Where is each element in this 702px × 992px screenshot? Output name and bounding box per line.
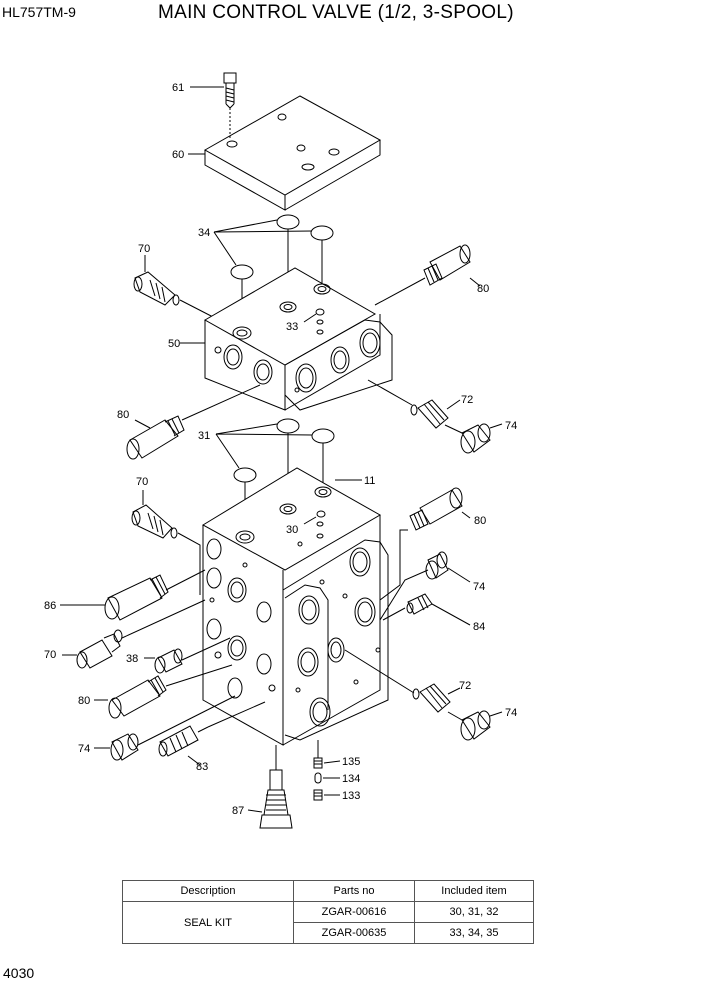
part-70-relief-valve-mid	[131, 504, 178, 539]
cell-parts-no: ZGAR-00635	[293, 922, 415, 944]
part-80-port-relief-top	[423, 244, 471, 286]
part-38-plug	[154, 648, 183, 674]
part-60-top-plate	[203, 95, 382, 211]
callout-61: 61	[172, 82, 184, 94]
part-86-main-relief	[104, 574, 169, 621]
callout-133: 133	[342, 790, 360, 802]
part-80-port-relief-right	[409, 487, 463, 531]
callout-50: 50	[168, 338, 180, 350]
model-code: HL757TM-9	[2, 4, 76, 20]
part-74-cap-right	[425, 551, 449, 580]
callout-80: 80	[474, 515, 486, 527]
callout-80: 80	[78, 695, 90, 707]
callout-86: 86	[44, 600, 56, 612]
callout-80: 80	[117, 409, 129, 421]
parts-133-135-plugs	[313, 757, 323, 801]
part-83-valve	[158, 725, 209, 757]
table-row: ZGAR-00635 33, 34, 35	[123, 922, 534, 944]
part-87-valve	[259, 769, 293, 829]
cell-included: 30, 31, 32	[414, 901, 534, 923]
part-74-cap-upper	[460, 423, 491, 454]
part-72-plug-upper	[410, 399, 449, 429]
callout-60: 60	[172, 149, 184, 161]
callout-74: 74	[473, 581, 485, 593]
callout-70: 70	[136, 476, 148, 488]
callout-33: 33	[286, 321, 298, 333]
callout-38: 38	[126, 653, 138, 665]
part-70-relief-valve	[133, 271, 180, 306]
callout-84: 84	[473, 621, 485, 633]
callout-74: 74	[505, 420, 517, 432]
callout-83: 83	[196, 761, 208, 773]
callout-70: 70	[44, 649, 56, 661]
callout-87: 87	[232, 805, 244, 817]
callout-74: 74	[78, 743, 90, 755]
callout-72: 72	[461, 394, 473, 406]
seal-kit-table: Description Parts no Included item SEAL …	[122, 880, 534, 944]
part-80-port-relief-left	[126, 415, 185, 460]
callout-30: 30	[286, 524, 298, 536]
cell-description: SEAL KIT	[122, 901, 294, 944]
cell-parts-no: ZGAR-00616	[293, 901, 415, 923]
part-80-port-relief-low	[108, 675, 167, 719]
header-description: Description	[122, 880, 294, 902]
part-70-relief-valve-low	[76, 629, 123, 669]
part-74-cap-lower	[460, 710, 491, 741]
callout-labels: 61 60 34 70 80 33 50 72 80 74 31 11 70 8…	[44, 82, 517, 817]
part-72-plug-lower	[412, 683, 451, 713]
callout-11: 11	[364, 475, 375, 487]
part-11-main-body	[202, 467, 389, 746]
callout-74: 74	[505, 707, 517, 719]
callout-34: 34	[198, 227, 210, 239]
callout-134: 134	[342, 773, 360, 785]
callout-80: 80	[477, 283, 489, 295]
callout-72: 72	[459, 680, 471, 692]
part-50-upper-block	[203, 267, 393, 411]
callout-135: 135	[342, 756, 360, 768]
part-61-bolt	[223, 72, 237, 109]
part-84-plug	[406, 593, 433, 615]
part-74-cap-left	[110, 733, 139, 761]
table-header-row: Description Parts no Included item	[122, 880, 534, 902]
header-included-item: Included item	[414, 880, 534, 902]
page-title: MAIN CONTROL VALVE (1/2, 3-SPOOL)	[158, 2, 514, 23]
header-parts-no: Parts no	[293, 880, 415, 902]
table-row: SEAL KIT ZGAR-00616 30, 31, 32	[122, 901, 534, 944]
callout-31: 31	[198, 430, 210, 442]
callout-70: 70	[138, 243, 150, 255]
cell-included: 33, 34, 35	[414, 922, 534, 944]
page-number: 4030	[3, 965, 35, 981]
